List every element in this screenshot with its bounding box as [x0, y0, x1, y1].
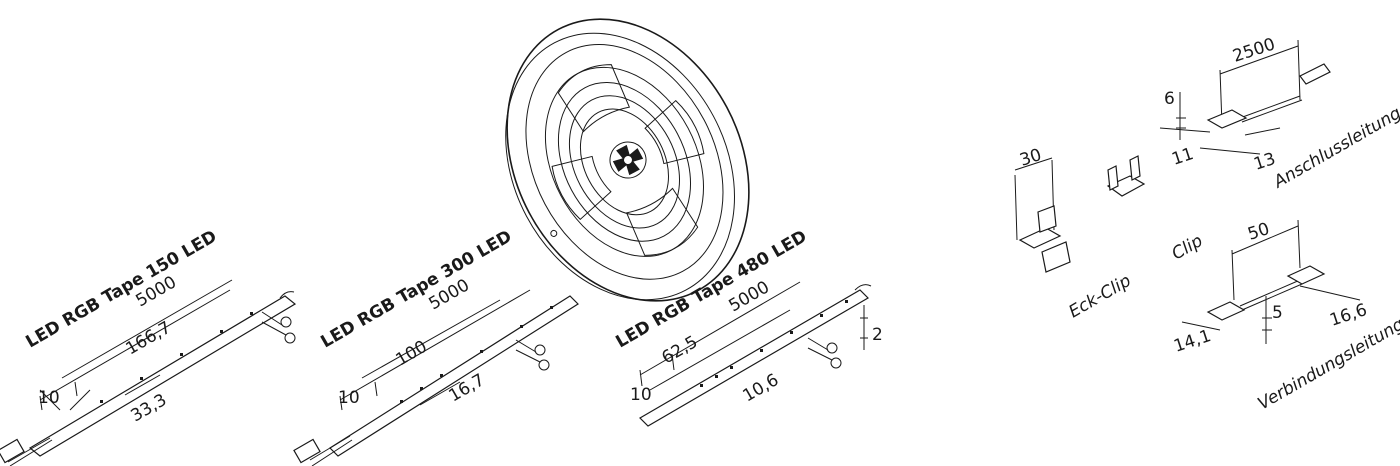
- width-dimension: 10: [630, 385, 652, 405]
- tape-title: LED RGB Tape 150 LED: [23, 227, 221, 353]
- anschluss-clip: [1299, 63, 1331, 85]
- segment-dimension: 100: [393, 337, 431, 371]
- clip-arm: [1129, 155, 1141, 181]
- depth-dimension-lines: [1181, 285, 1361, 331]
- thickness-dimension: 2: [872, 325, 883, 345]
- verbindung-width: 14,1: [1171, 326, 1213, 357]
- width-dimension: 10: [38, 388, 60, 408]
- dimension-lines: [39, 279, 233, 411]
- anschluss-height: 6: [1164, 89, 1175, 109]
- led-reel: [505, 18, 750, 302]
- verbindung-label: Verbindungsleitung: [1255, 314, 1400, 414]
- eck-clip-body: [1018, 227, 1062, 249]
- verbindung-clip-left: [1206, 301, 1246, 321]
- verbindung-cable: [1239, 279, 1303, 311]
- dimension-lines: [339, 289, 531, 411]
- scissors-icon: [515, 339, 550, 371]
- anschluss-cable: [1239, 95, 1303, 123]
- segment-dimension: 166,7: [123, 318, 175, 360]
- tape-cable: [7, 437, 53, 466]
- anschlussleitung: 2500 6 11 13 Anschlussleitung: [1159, 34, 1400, 193]
- segment-dimension: 62,5: [659, 332, 702, 368]
- anschluss-width: 11: [1169, 144, 1196, 170]
- tape-connector: [0, 438, 25, 464]
- tape-cable: [309, 435, 353, 466]
- tape-strip: [639, 289, 869, 427]
- anschluss-label: Anschlussleitung: [1270, 103, 1400, 193]
- verbindung-depth: 16,6: [1327, 300, 1369, 331]
- eck-clip-arm: [1037, 205, 1057, 233]
- height-dimension-lines: [1262, 296, 1272, 344]
- tape-150-led: LED RGB Tape 150 LED 5000 166,7 33,3 10: [0, 227, 297, 466]
- dimension-lines: [1231, 219, 1301, 301]
- tape-strip: [28, 295, 297, 457]
- height-dimension-lines: [1176, 92, 1186, 140]
- clip-label: Clip: [1169, 231, 1207, 264]
- tape-leds: [700, 300, 848, 387]
- clip-body: [1106, 175, 1146, 197]
- verbindung-clip-right: [1286, 265, 1326, 285]
- anschluss-connector: [1206, 109, 1248, 129]
- dimension-lines: [639, 281, 868, 391]
- verbindung-length: 50: [1245, 219, 1272, 245]
- tape-title: LED RGB Tape 300 LED: [318, 227, 516, 353]
- tape-leds: [100, 312, 253, 403]
- scissors-icon: [807, 337, 842, 369]
- depth-dimension-lines: [1159, 127, 1281, 155]
- eck-clip-arm: [1041, 241, 1071, 273]
- tape-strip: [329, 295, 579, 457]
- tape-connector: [293, 438, 321, 464]
- tape-480-led: LED RGB Tape 480 LED 5000 62,5 10,6 10 2: [613, 227, 883, 427]
- tape-300-led: LED RGB Tape 300 LED 5000 100 16,7 10: [293, 227, 579, 466]
- tape-break: [854, 284, 872, 291]
- verbindung-height: 5: [1272, 303, 1283, 323]
- tape-break: [279, 291, 295, 299]
- anschluss-depth: 13: [1251, 149, 1278, 175]
- clip-arm: [1107, 165, 1119, 191]
- pitch-dimension: 10,6: [740, 370, 783, 406]
- clip: Clip: [1106, 155, 1207, 264]
- eck-clip-dimension: 30: [1017, 145, 1044, 171]
- eck-clip-label: Eck-Clip: [1066, 271, 1135, 323]
- width-dimension: 10: [338, 388, 360, 408]
- tape-leds: [400, 306, 553, 403]
- scissors-icon: [261, 311, 296, 344]
